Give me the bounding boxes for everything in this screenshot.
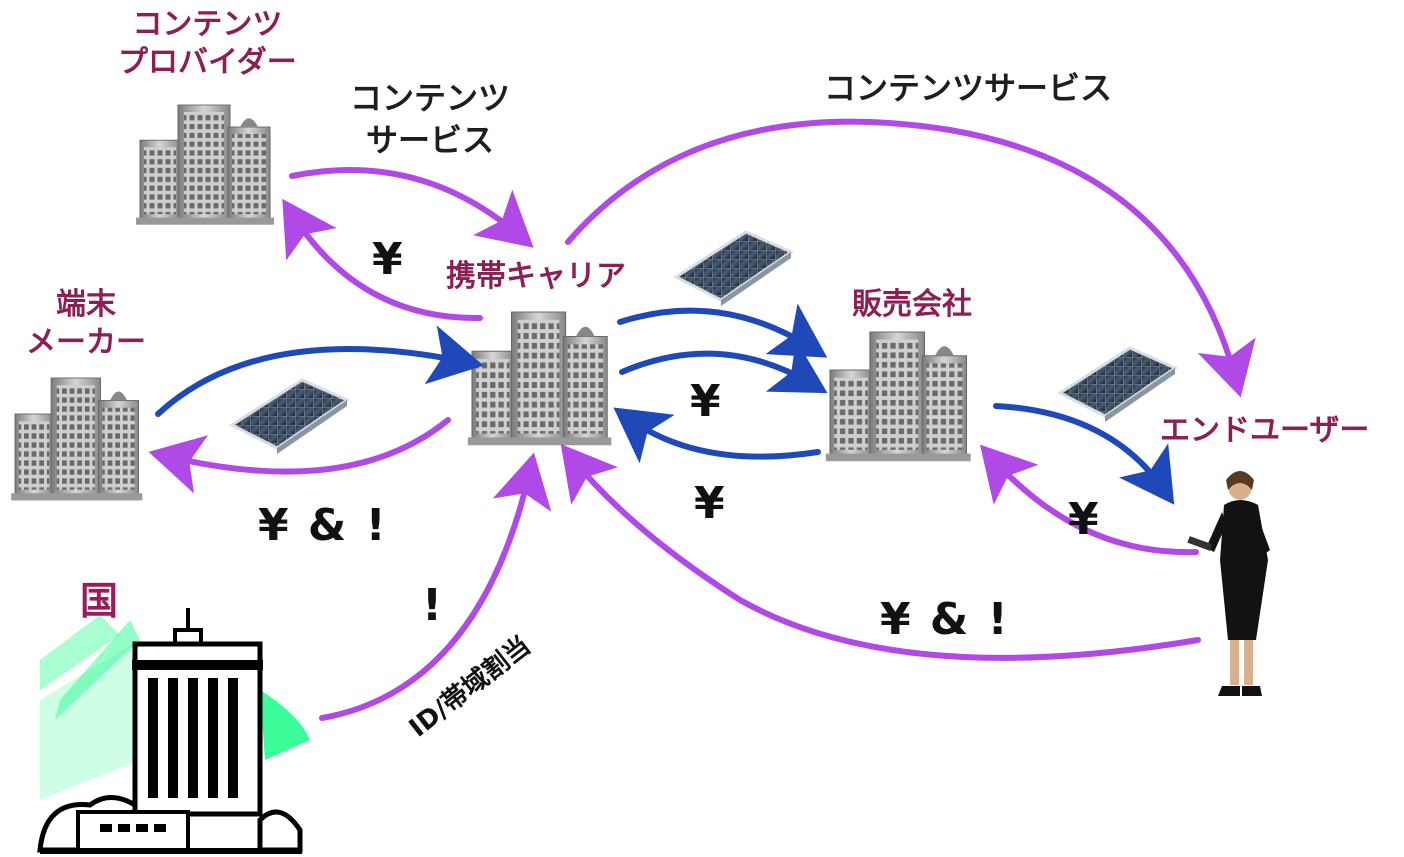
- money-label-sales-1: ¥: [690, 376, 723, 427]
- end-user-label: エンドユーザー: [1160, 413, 1370, 448]
- sales-building-icon: [825, 331, 972, 462]
- sales-label: 販売会社: [852, 287, 972, 322]
- arrow-user-to-sales: [979, 444, 1199, 556]
- money-label-cp: ¥: [372, 234, 405, 285]
- maker-label-line1: 端末: [56, 287, 116, 322]
- arrow-carrier-to-user: [565, 118, 1256, 398]
- arrow-carrier-to-sales-2: [619, 339, 828, 394]
- maker-label-line2: メーカー: [26, 324, 146, 360]
- arrow-cp-to-carrier: [289, 167, 534, 248]
- arrow-carrier-to-sales-1: [617, 303, 828, 358]
- content-provider-label-line2: プロバイダー: [118, 44, 297, 80]
- maker-building-icon: [10, 377, 143, 501]
- arrow-sales-to-user: [993, 403, 1175, 505]
- money-label-user-sales: ¥: [1068, 494, 1101, 545]
- device-panel-icon-1: [674, 230, 793, 308]
- government-label: 国: [80, 579, 119, 623]
- device-panel-icon-3: [1058, 346, 1177, 424]
- gov-exclaim-label: !: [422, 580, 445, 631]
- arrow-sales-to-carrier: [613, 407, 821, 464]
- arrow-user-to-carrier: [560, 443, 1201, 661]
- id-band-label: ID/帯域割当: [403, 630, 536, 744]
- arrow-carrier-to-cp: [282, 198, 483, 322]
- arrow-gov-to-carrier: [319, 452, 552, 721]
- carrier-label: 携帯キャリア: [446, 259, 626, 294]
- maker-label: 端末 メーカー: [26, 286, 146, 361]
- content-provider-building-icon: [135, 104, 275, 226]
- content-provider-label-line1: コンテンツ: [132, 7, 283, 42]
- content-service-line2: サービス: [366, 120, 495, 159]
- money-label-maker: ¥ & !: [258, 500, 388, 551]
- content-provider-label: コンテンツ プロバイダー: [118, 6, 297, 81]
- content-service-label-right: コンテンツサービス: [824, 69, 1113, 107]
- content-service-label-left: コンテンツ サービス: [350, 78, 510, 161]
- money-label-sales-2: ¥: [694, 478, 727, 529]
- arrow-carrier-to-maker: [148, 417, 451, 494]
- content-service-line1: コンテンツ: [350, 79, 511, 117]
- device-panel-icon-2: [230, 378, 349, 456]
- arrow-maker-to-carrier: [155, 325, 484, 417]
- businesswoman-icon: [1187, 471, 1270, 696]
- government-building-icon: [37, 608, 310, 854]
- carrier-building-icon: [467, 311, 612, 446]
- money-label-user-carrier: ¥ & !: [880, 594, 1010, 645]
